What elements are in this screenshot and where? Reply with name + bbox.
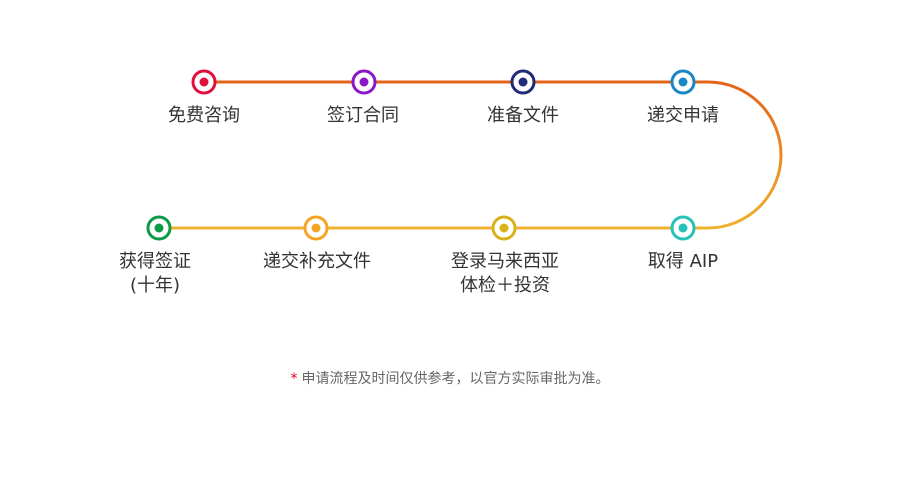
- step-label-4: 递交申请: [647, 105, 719, 126]
- step-label-6-line2: 体检＋投资: [460, 275, 550, 296]
- step-label-1: 免费咨询: [168, 105, 240, 126]
- step-node-dot: [499, 223, 509, 233]
- step-node-dot: [199, 77, 209, 87]
- step-label-8: 获得签证: [119, 251, 191, 272]
- step-node-7: [303, 215, 329, 241]
- step-label-7: 递交补充文件: [263, 251, 371, 272]
- track-curve: [683, 80, 783, 230]
- disclaimer-note: *申请流程及时间仅供参考，以官方实际审批为准。: [0, 368, 900, 388]
- step-label-2: 签订合同: [327, 105, 399, 126]
- step-label-5: 取得 AIP: [647, 251, 719, 272]
- step-node-dot: [359, 77, 369, 87]
- step-node-dot: [518, 77, 528, 87]
- step-node-dot: [154, 223, 164, 233]
- step-node-6: [491, 215, 517, 241]
- step-label-3: 准备文件: [487, 105, 559, 126]
- asterisk-mark: *: [290, 371, 298, 387]
- step-node-5: [670, 215, 696, 241]
- step-label-6: 登录马来西亚: [451, 251, 559, 272]
- disclaimer-text: 申请流程及时间仅供参考，以官方实际审批为准。: [301, 371, 610, 387]
- step-node-8: [146, 215, 172, 241]
- step-node-dot: [678, 223, 688, 233]
- step-label-8-line2: (十年): [129, 275, 181, 296]
- step-node-4: [670, 69, 696, 95]
- step-node-2: [351, 69, 377, 95]
- step-node-3: [510, 69, 536, 95]
- step-node-dot: [678, 77, 688, 87]
- step-node-dot: [311, 223, 321, 233]
- step-node-1: [191, 69, 217, 95]
